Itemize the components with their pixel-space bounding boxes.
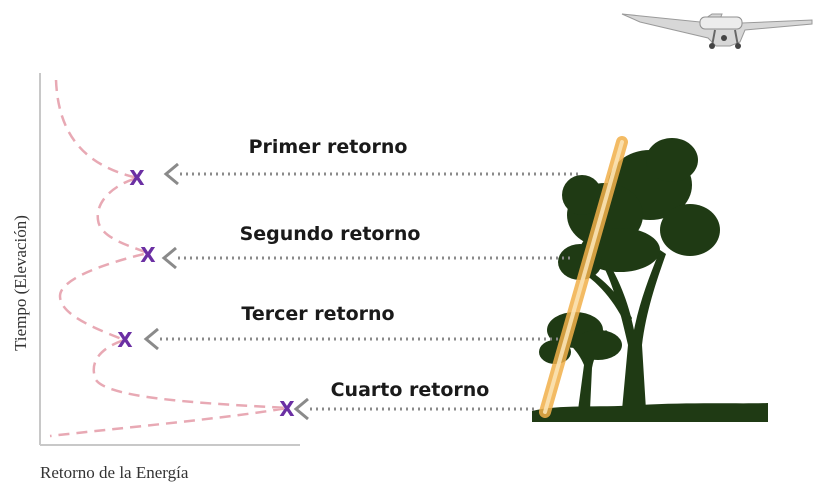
first-return-marker: X bbox=[129, 166, 145, 190]
tree-icon bbox=[539, 138, 720, 410]
arrow-first-return bbox=[163, 162, 580, 186]
arrow-second-return bbox=[161, 246, 572, 270]
arrow-fourth-return bbox=[293, 397, 535, 421]
ground bbox=[532, 403, 768, 422]
return-arrows bbox=[143, 162, 580, 421]
first-return-label: Primer retorno bbox=[249, 136, 408, 158]
arrow-third-return bbox=[143, 327, 558, 351]
axes bbox=[39, 73, 300, 446]
airplane-icon bbox=[621, 13, 813, 49]
fourth-return-label: Cuarto retorno bbox=[331, 379, 490, 401]
second-return-marker: X bbox=[140, 243, 156, 267]
third-return-marker: X bbox=[117, 328, 133, 352]
laser-beam-core bbox=[543, 140, 624, 414]
second-return-label: Segundo retorno bbox=[240, 223, 421, 245]
waveform-curve bbox=[49, 79, 288, 438]
y-axis-label: Tiempo (Elevación) bbox=[11, 215, 30, 351]
x-axis-label: Retorno de la Energía bbox=[40, 463, 189, 482]
fourth-return-marker: X bbox=[279, 397, 295, 421]
third-return-label: Tercer retorno bbox=[241, 303, 394, 325]
